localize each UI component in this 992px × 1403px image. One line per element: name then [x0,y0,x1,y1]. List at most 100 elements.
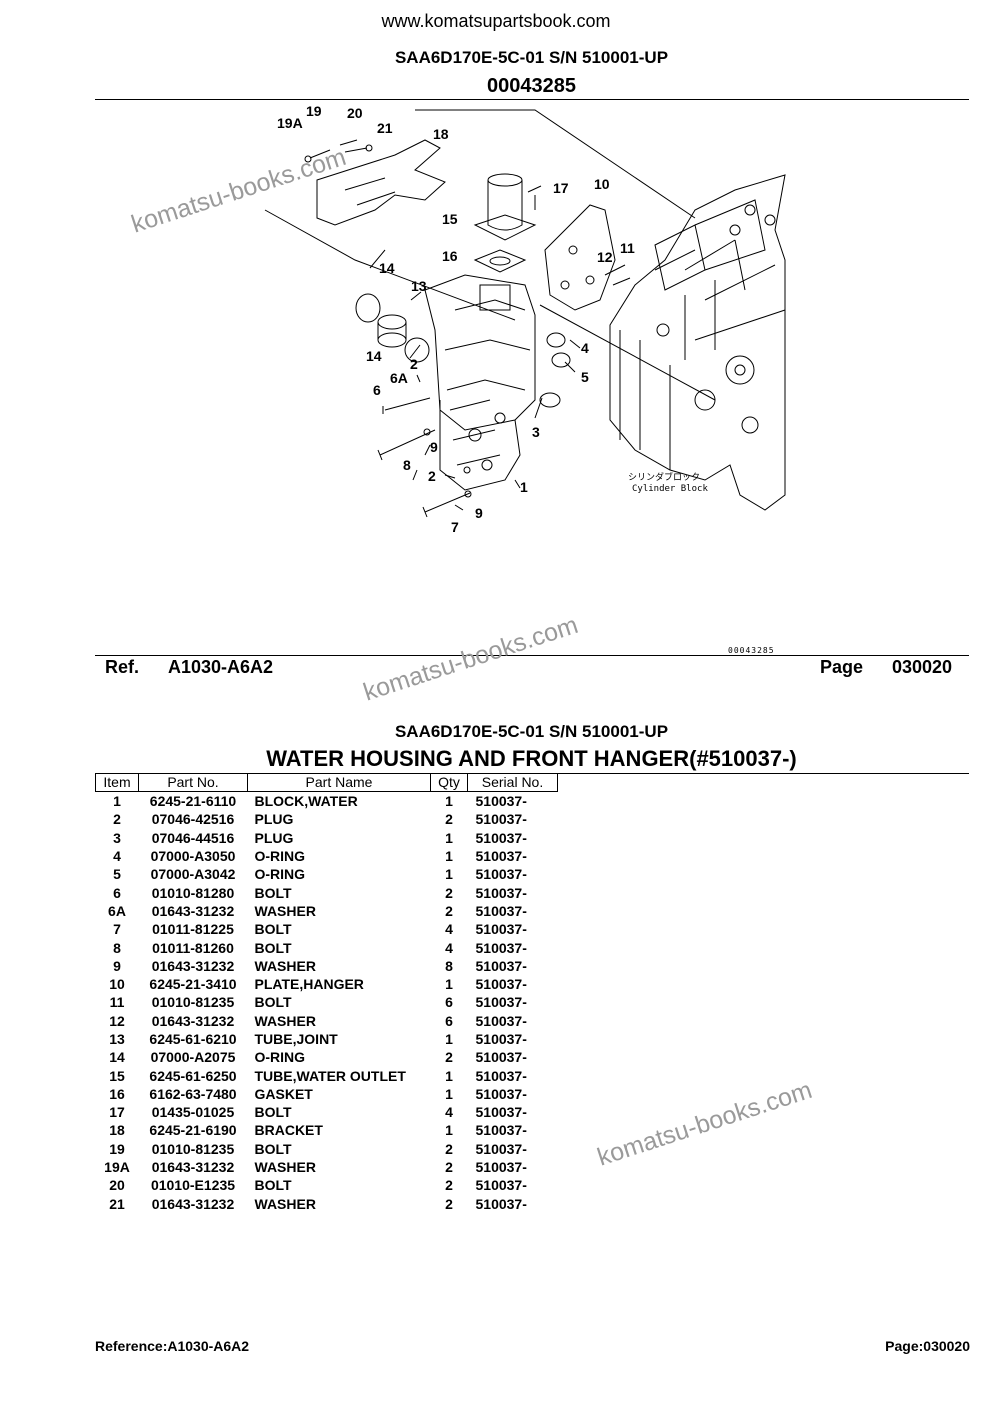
quantity: 1 [445,1122,453,1139]
part-name: O-RING [254,1049,306,1066]
item-number: 3 [113,829,121,846]
quantity: 2 [445,1159,453,1176]
callout-9-bottom: 9 [475,505,483,521]
part-number: 01010-E1235 [150,1177,236,1194]
part-name: BOLT [254,1140,292,1157]
item-number: 4 [113,848,121,865]
ref-label: Ref. [105,657,140,677]
part-name: WASHER [254,1159,316,1176]
serial-number: 510037- [475,1049,527,1066]
site-url[interactable]: www.komatsupartsbook.com [381,11,611,31]
serial-number: 510037- [475,939,527,956]
block-label-jp: シリンダブロック [628,471,700,483]
quantity: 1 [445,866,453,883]
serial-number: 510037- [475,1177,527,1194]
part-number: 01643-31232 [151,1012,235,1029]
item-number: 9 [113,957,121,974]
callout-1: 1 [520,479,528,495]
quantity: 6 [445,994,453,1011]
part-name: BOLT [254,994,292,1011]
model-heading: SAA6D170E-5C-01 S/N 510001-UP [394,48,669,67]
item-number: 20 [109,1177,125,1194]
part-number: 6245-61-6250 [149,1067,237,1084]
serial-number: 510037- [475,902,527,919]
header-qty: Qty [430,773,468,792]
part-name: BOLT [254,884,292,901]
ref-value: A1030-A6A2 [168,657,274,677]
item-number: 16 [109,1085,125,1102]
diagram-small-id: 00043285 [728,646,775,655]
part-name: O-RING [254,848,306,865]
part-name: WASHER [254,957,316,974]
callout-6: 6 [373,382,381,398]
part-name: GASKET [254,1085,313,1102]
callout-10: 10 [594,176,610,192]
quantity: 2 [445,1049,453,1066]
part-name: PLUG [254,829,294,846]
quantity: 1 [445,1067,453,1084]
callout-9-top: 9 [430,439,438,455]
item-number: 18 [109,1122,125,1139]
part-number: 01011-81225 [152,921,234,938]
callout-19a: 19A [277,115,303,131]
serial-number: 510037- [475,1085,527,1102]
quantity: 2 [445,902,453,919]
quantity: 4 [445,1104,453,1121]
item-number: 6A [108,902,126,919]
callout-21: 21 [377,120,393,136]
item-number: 12 [109,1012,125,1029]
serial-number: 510037- [475,1195,527,1212]
part-number: 07000-A2075 [150,1049,236,1066]
part-number: 01010-81235 [151,1140,235,1157]
callout-15: 15 [442,211,458,227]
part-name: WASHER [254,1195,316,1212]
part-name: PLUG [254,811,294,828]
serial-number: 510037- [475,1104,527,1121]
serial-number: 510037- [475,1122,527,1139]
part-name: BOLT [254,921,292,938]
serial-number: 510037- [475,994,527,1011]
callout-14-top: 14 [379,260,395,276]
callout-2-top: 2 [410,356,418,372]
callout-8: 8 [403,457,411,473]
part-name: O-RING [254,866,306,883]
parts-table: Item Part No. Part Name Qty Serial No. 1… [95,773,558,1213]
part-number: 6245-21-6190 [149,1122,237,1139]
serial-number: 510037- [475,793,527,810]
exploded-parts-diagram: 19 19A 20 21 18 17 10 15 16 12 11 14 13 … [264,103,786,535]
quantity: 2 [445,811,453,828]
callout-6a: 6A [390,370,408,386]
quantity: 1 [445,848,453,865]
serial-number: 510037- [475,1031,527,1047]
item-number: 5 [113,866,121,883]
header-part-no: Part No. [138,773,248,792]
part-number: 01011-81260 [152,939,234,956]
section-title: WATER HOUSING AND FRONT HANGER(#510037-) [266,746,797,771]
serial-number: 510037- [475,976,527,993]
item-number: 15 [109,1067,125,1084]
part-name: PLATE,HANGER [254,976,364,993]
part-name: BOLT [254,939,292,956]
part-name: BOLT [254,1104,292,1121]
part-number: 01435-01025 [151,1104,235,1121]
header-rule [95,99,969,100]
quantity: 1 [445,1085,453,1102]
part-number: 01010-81235 [151,994,235,1011]
callout-20: 20 [347,105,363,121]
serial-number: 510037- [475,957,527,974]
quantity: 1 [445,976,453,993]
block-label-en: Cylinder Block [632,484,708,494]
